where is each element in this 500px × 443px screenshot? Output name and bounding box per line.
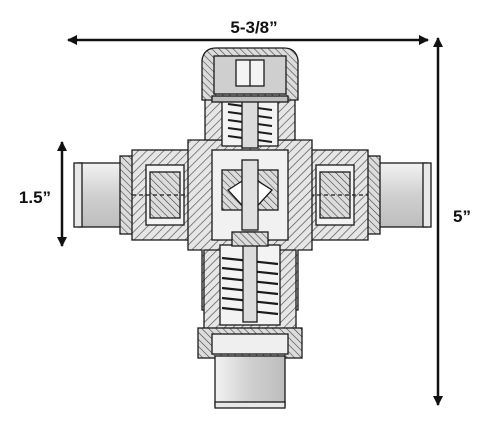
adjusting-cap bbox=[201, 47, 299, 103]
inlet-dimension: 1.5” bbox=[19, 141, 67, 247]
width-dimension: 5-3/8” bbox=[67, 18, 429, 45]
height-dimension-label: 5” bbox=[453, 207, 471, 226]
left-inlet-pipe bbox=[73, 155, 135, 235]
right-inlet-pipe bbox=[365, 155, 432, 235]
lower-housing bbox=[203, 231, 297, 331]
outlet-fitting bbox=[197, 327, 303, 359]
outlet-pipe bbox=[214, 355, 286, 409]
valve-body bbox=[73, 47, 432, 409]
height-dimension: 5” bbox=[433, 37, 471, 406]
right-coupling-nut bbox=[309, 149, 369, 241]
left-coupling-nut bbox=[131, 149, 191, 241]
width-dimension-label: 5-3/8” bbox=[230, 18, 277, 37]
inlet-dimension-label: 1.5” bbox=[19, 188, 51, 207]
